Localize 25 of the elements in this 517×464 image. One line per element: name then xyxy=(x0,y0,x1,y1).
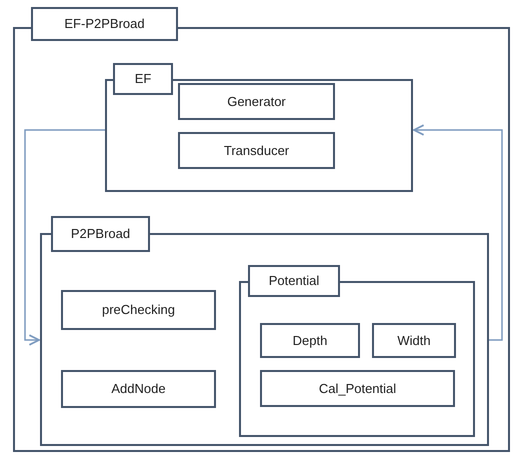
component-box xyxy=(248,265,340,297)
component-box xyxy=(61,370,216,408)
component-label: Depth xyxy=(292,332,328,350)
component-box xyxy=(260,370,455,407)
component-label: P2PBroad xyxy=(70,225,130,244)
component-box xyxy=(31,7,178,41)
component-label: Generator xyxy=(227,92,286,111)
component-box xyxy=(178,132,335,169)
component-box xyxy=(61,290,216,330)
component-label: Cal_Potential xyxy=(318,380,396,398)
component-box xyxy=(113,63,173,95)
component-label: EF xyxy=(134,70,152,88)
component-label: EF-P2PBroad xyxy=(64,15,145,34)
arrow xyxy=(413,124,503,341)
component-label: AddNode xyxy=(111,380,166,398)
component-label: Transducer xyxy=(224,142,290,160)
component-box xyxy=(260,323,360,358)
component-box xyxy=(178,83,335,120)
component-box xyxy=(51,216,150,252)
arrow xyxy=(24,129,105,346)
component-box xyxy=(372,323,456,358)
group-frame xyxy=(13,27,510,452)
component-label: Potential xyxy=(268,272,320,290)
component-label: Width xyxy=(397,332,431,350)
component-label: preChecking xyxy=(102,301,175,320)
